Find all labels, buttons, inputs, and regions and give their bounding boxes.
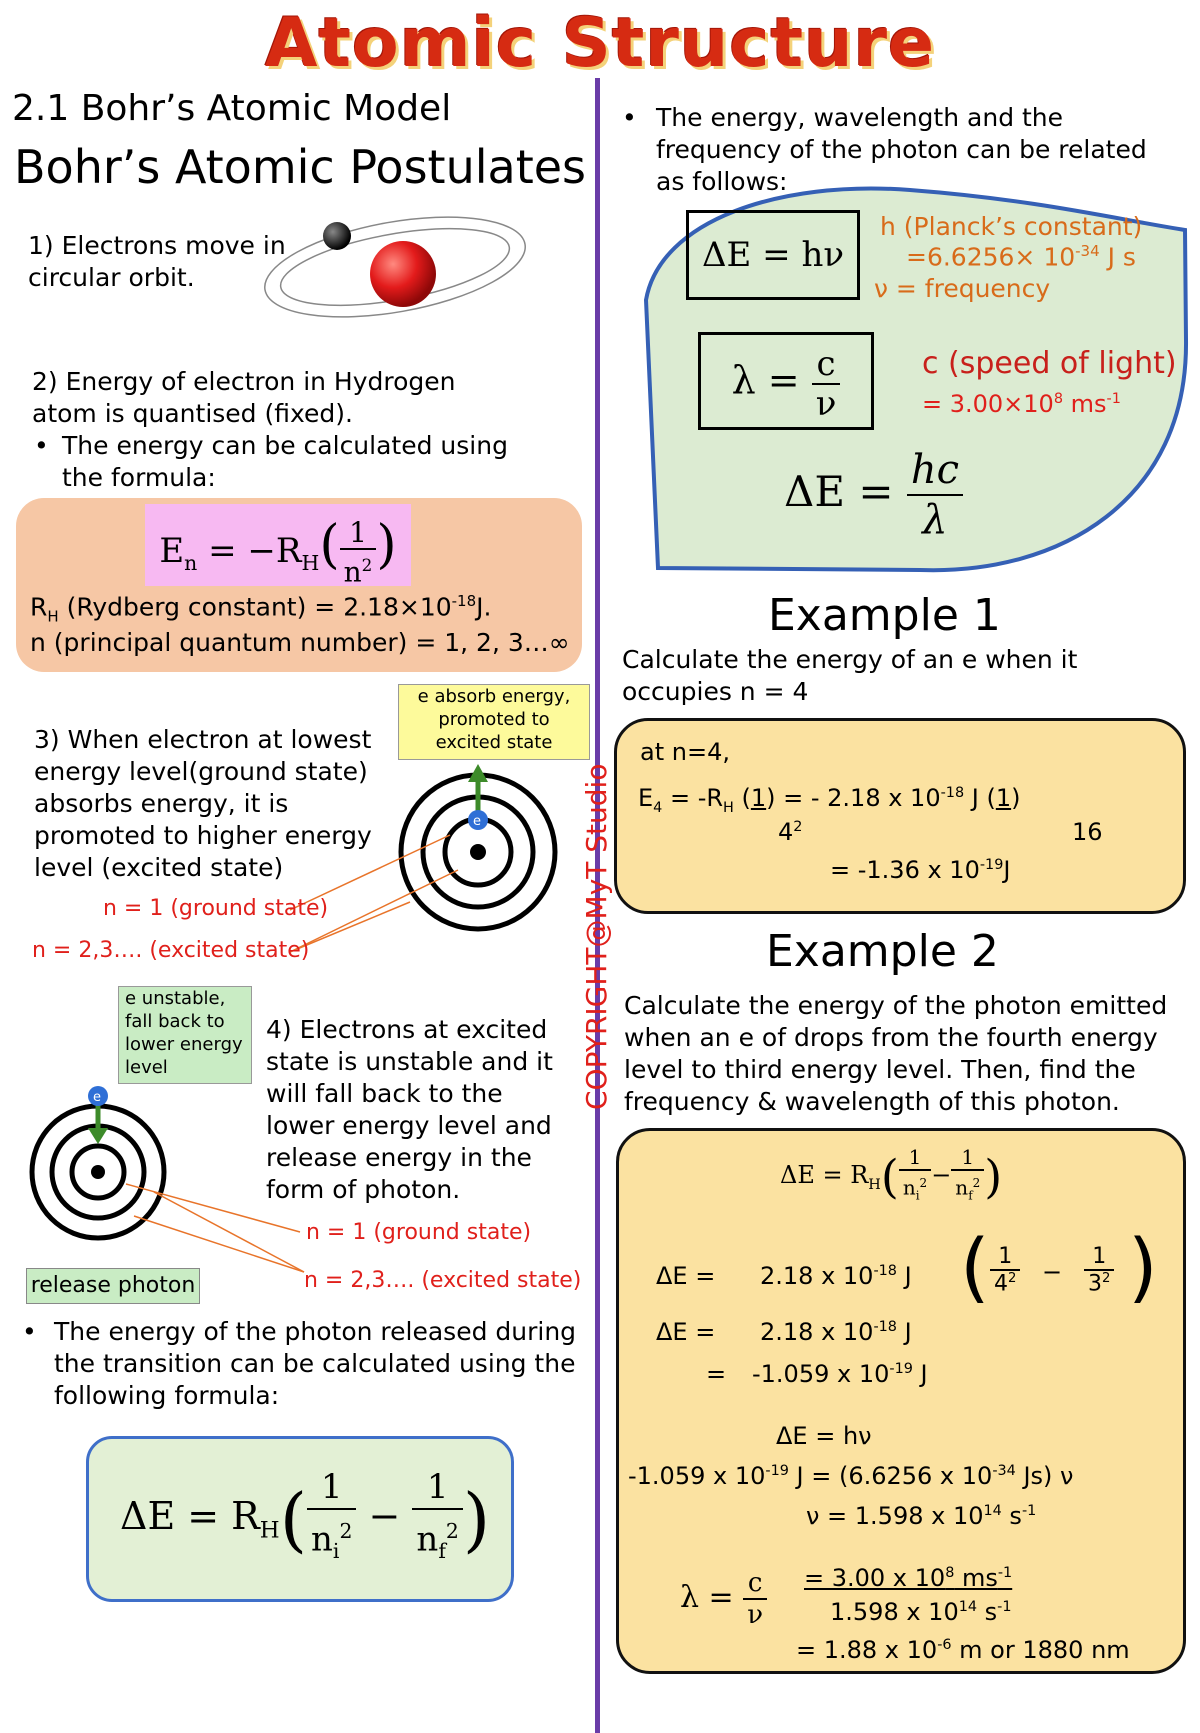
postulate-4-line4: lower energy level and [266,1111,552,1140]
example-1-denominator-4: 42 [778,818,803,846]
section-heading: 2.1 Bohr’s Atomic Model [12,88,452,129]
ground-state-label-2: n = 1 (ground state) [306,1220,532,1245]
electron-icon [88,1086,108,1106]
absorption-diagram: e [289,764,558,953]
postulate-2-line2: atom is quantised (fixed). [32,399,353,428]
example-2-value-2: 2.18 x 10-18 J [760,1318,912,1346]
release-photon-label: release photon [26,1268,200,1304]
example-2-title: Example 2 [766,926,999,977]
example-2-question-line4: frequency & wavelength of this photon. [624,1087,1120,1116]
example-1-denominator-16: 16 [1072,818,1103,846]
example-2-question-line1: Calculate the energy of the photon emitt… [624,991,1168,1020]
postulate-4-line6: form of photon. [266,1175,461,1204]
nucleus-icon [370,241,436,307]
example-2-hv: ΔE = hν [776,1422,872,1450]
postulate-2-line1: 2) Energy of electron in Hydrogen [32,367,456,396]
example-2-lambda-denominator: 1.598 x 1014 s-1 [830,1598,1012,1626]
postulate-3-line1: 3) When electron at lowest [34,725,372,754]
postulate-3-line3: absorbs energy, it is [34,789,289,818]
svg-text:e: e [473,814,481,829]
example-2-equals: = [706,1360,727,1388]
energy-frequency-equation: ΔE = hν [686,210,860,300]
example-2-de-2: ΔE = [656,1318,716,1346]
example-2-frequency-equation: -1.059 x 10-19 J = (6.6256 x 10-34 Js) ν [628,1462,1074,1490]
postulate-4-line3: will fall back to the [266,1079,503,1108]
example-2-frequency-result: ν = 1.598 x 1014 s-1 [806,1502,1037,1530]
example-1-question-line1: Calculate the energy of an e when it [622,645,1078,674]
example-1-question-line2: occupies n = 4 [622,677,809,706]
column-divider [595,78,600,1733]
photon-energy-formula-box [86,1436,514,1602]
postulate-4-line2: state is unstable and it [266,1047,553,1076]
example-2-value-1: 2.18 x 10-18 J [760,1262,912,1290]
bullet-dot: • [22,1317,37,1346]
photon-relations-panel [643,186,1189,573]
photon-bullet-line1: The energy of the photon released during [54,1317,577,1346]
photon-bullet-line3: following formula: [54,1381,280,1410]
minus-sign: − [1042,1258,1063,1286]
postulate-3-line4: promoted to higher energy [34,821,372,850]
excited-state-label-2: n = 2,3…. (excited state) [304,1268,582,1293]
frequency-label: ν = frequency [874,274,1051,303]
left-bracket: ( [960,1222,990,1311]
postulate-4-line1: 4) Electrons at excited [266,1015,548,1044]
main-heading: Bohr’s Atomic Postulates [14,140,586,194]
principal-quantum-number-line: n (principal quantum number) = 1, 2, 3…∞ [30,628,570,657]
emission-diagram: e [29,1086,305,1273]
postulate-3-line2: energy level(ground state) [34,757,368,786]
relation-bullet-line1: The energy, wavelength and the [656,103,1064,132]
photon-bullet-line2: the transition can be calculated using t… [54,1349,576,1378]
example-2-energy-result: -1.059 x 10-19 J [752,1360,928,1388]
postulate-2-bullet-line2: the formula: [62,463,216,492]
example-2-lambda-numerator: = 3.00 x 108 ms-1 [804,1564,1013,1592]
electron-icon [468,810,488,830]
example-1-solution-box [614,718,1186,914]
example-2-wavelength-result: = 1.88 x 10-6 m or 1880 nm [796,1636,1130,1664]
rydberg-constant-line: RH (Rydberg constant) = 2.18×10-18J. [30,592,492,626]
right-bracket: ) [1128,1222,1158,1311]
postulate-3-line5: level (excited state) [34,853,284,882]
absorb-energy-label: e absorb energy, promoted to excited sta… [398,684,590,760]
example-2-question-line2: when an e of drops from the fourth energ… [624,1023,1158,1052]
excited-state-label: n = 2,3…. (excited state) [32,938,310,963]
bullet-dot: • [34,431,49,460]
example-1-at-n4: at n=4, [640,738,730,766]
example-2-question-line3: level to third energy level. Then, find … [624,1055,1136,1084]
planck-constant-label: h (Planck’s constant) [880,212,1143,241]
example-2-solution-box [616,1128,1186,1674]
example-1-title: Example 1 [768,590,1001,641]
example-1-equation: E4 = -RH (1) = - 2.18 x 10-18 J (1) [638,784,1021,816]
postulate-1: 1) Electrons move in circular orbit. [28,231,286,292]
page-title: Atomic Structure [264,4,936,83]
ground-state-label: n = 1 (ground state) [103,896,329,921]
postulate-4-line5: release energy in the [266,1143,532,1172]
copyright-watermark: COPYRIGHT@MyT Studio [580,763,613,1110]
bullet-dot: • [622,103,637,132]
planck-constant-value: =6.6256× 10-34 J s [906,242,1136,272]
speed-of-light-label: c (speed of light) [922,346,1177,381]
example-2-de-1: ΔE = [656,1262,716,1290]
relation-bullet-line2: frequency of the photon can be related [656,135,1147,164]
unstable-electron-label: e unstable, fall back to lower energy le… [118,986,252,1084]
postulate-2-bullet-line1: The energy can be calculated using [62,431,508,460]
electron-icon [323,222,351,250]
svg-text:e: e [93,1090,101,1105]
relation-bullet-line3: as follows: [656,167,788,196]
speed-of-light-value: = 3.00×108 ms-1 [922,390,1121,418]
example-1-result: = -1.36 x 10-19J [830,856,1011,884]
atom-orbit-illustration [264,216,526,318]
